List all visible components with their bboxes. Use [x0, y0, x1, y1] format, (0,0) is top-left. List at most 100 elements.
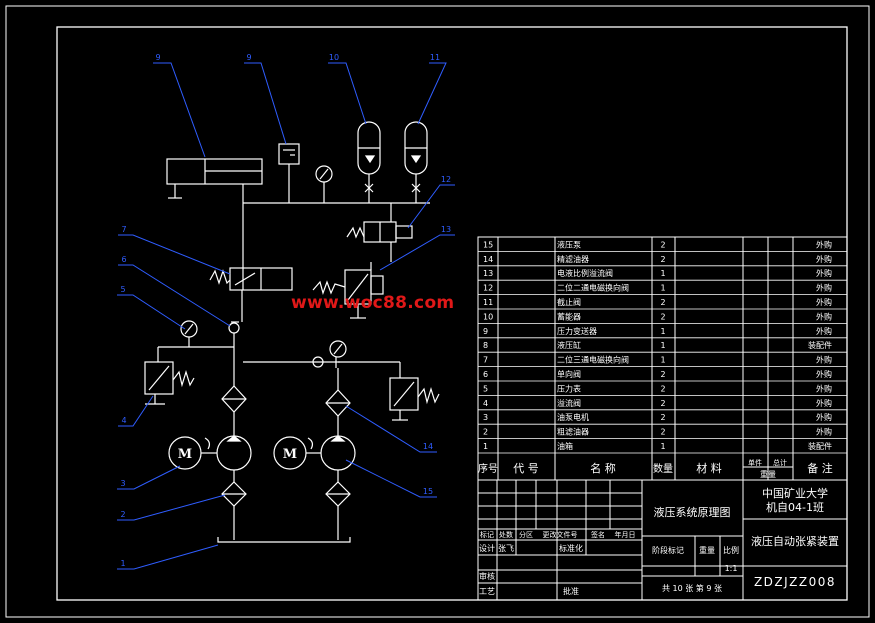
callout-2: 2	[120, 510, 125, 519]
parts-row-qty: 1	[660, 327, 665, 336]
parts-row-seq: 8	[483, 341, 488, 350]
callout-9a: 9	[155, 53, 160, 62]
parts-row-seq: 3	[483, 413, 488, 422]
parts-row-seq: 1	[483, 442, 488, 451]
parts-row-remark: 外购	[816, 427, 832, 437]
oil-tank	[217, 537, 351, 543]
parts-row-seq: 9	[483, 327, 488, 336]
standardize-label: 标准化	[559, 543, 583, 553]
outer-border	[5, 5, 870, 618]
callout-15: 15	[423, 487, 433, 496]
parts-row-qty: 2	[660, 428, 665, 437]
callout-leaders	[117, 62, 455, 570]
parts-row-qty: 1	[660, 269, 665, 278]
callout-6: 6	[121, 255, 126, 264]
rev-label-3: 更改文件号	[543, 530, 578, 539]
parts-row-seq: 6	[483, 370, 488, 379]
callout-5: 5	[120, 285, 125, 294]
parts-row-qty: 1	[660, 442, 665, 451]
parts-row-name: 截止阀	[557, 297, 581, 307]
parts-row-name: 精滤油器	[557, 254, 589, 264]
scale-label: 比例	[723, 545, 739, 555]
relief-valve-right	[389, 377, 419, 411]
parts-row-remark: 外购	[816, 383, 832, 393]
callout-12: 12	[441, 175, 451, 184]
watermark-text: www.woc88.com	[291, 293, 455, 313]
header-name: 名 称	[590, 461, 616, 475]
parts-row-remark: 外购	[816, 239, 832, 249]
parts-row-seq: 10	[483, 312, 493, 321]
check-valve-right	[312, 356, 324, 368]
parts-row-name: 二位二通电磁换向阀	[557, 283, 629, 293]
rev-label-0: 标记	[480, 530, 494, 539]
parts-row-qty: 1	[660, 356, 665, 365]
parts-row-name: 电液比例溢流阀	[557, 268, 613, 278]
parts-row-name: 油泵电机	[557, 412, 589, 422]
parts-row-remark: 外购	[816, 398, 832, 408]
parts-row-seq: 4	[483, 399, 488, 408]
parts-row-seq: 2	[483, 428, 488, 437]
scale-value: 1:1	[725, 564, 738, 573]
parts-row-remark: 外购	[816, 311, 832, 321]
review-label: 审核	[479, 571, 495, 581]
stage-mark-label: 阶段标记	[652, 545, 684, 555]
header-qty: 数量	[653, 462, 673, 475]
parts-row-remark: 外购	[816, 268, 832, 278]
callout-numbers: 9 9 10 11 12 13 7 6 5 4 3 2 1 14 15	[120, 53, 451, 568]
rev-label-1: 处数	[499, 530, 513, 539]
class-name: 机自04-1班	[766, 500, 824, 514]
header-total: 总计	[773, 458, 787, 467]
parts-row-name: 压力变送器	[557, 326, 597, 336]
parts-row-remark: 外购	[816, 326, 832, 336]
parts-row-name: 蓄能器	[557, 311, 581, 321]
drawing-number: ZDZJZZ008	[754, 575, 836, 589]
parts-row-qty: 2	[660, 255, 665, 264]
parts-row-name: 压力表	[557, 383, 581, 393]
process-label: 工艺	[479, 587, 495, 596]
parts-row-qty: 1	[660, 284, 665, 293]
rev-label-5: 年月日	[615, 530, 636, 539]
hydraulic-circuit	[144, 121, 440, 543]
parts-row-qty: 2	[660, 240, 665, 249]
parts-row-remark: 外购	[816, 254, 832, 264]
motor-labels: M M	[178, 447, 297, 462]
school-name: 中国矿业大学	[762, 486, 828, 500]
callout-4: 4	[121, 416, 126, 425]
parts-row-name: 粗滤油器	[557, 427, 589, 437]
parts-row-remark: 装配件	[808, 340, 832, 350]
parts-row-name: 液压泵	[557, 239, 581, 249]
parts-row-remark: 外购	[816, 412, 832, 422]
parts-row-qty: 2	[660, 399, 665, 408]
parts-row-seq: 12	[483, 284, 493, 293]
parts-row-remark: 外购	[816, 355, 832, 365]
header-remark: 备 注	[807, 461, 833, 475]
callout-13: 13	[441, 225, 451, 234]
callout-10: 10	[329, 53, 339, 62]
parts-row-name: 溢流阀	[557, 398, 581, 408]
title-block-text: 液压系统原理图 中国矿业大学 机自04-1班 液压自动张紧装置 ZDZJZZ00…	[479, 486, 839, 596]
designer-name: 张飞	[498, 544, 514, 553]
parts-row-remark: 外购	[816, 369, 832, 379]
header-unit: 单件	[748, 458, 762, 467]
approve-label: 批准	[563, 586, 579, 596]
callout-7: 7	[121, 225, 126, 234]
motor-label-left: M	[178, 447, 192, 462]
drawing-title: 液压系统原理图	[654, 505, 731, 519]
parts-row-qty: 1	[660, 341, 665, 350]
parts-row-name: 液压缸	[557, 340, 581, 350]
check-valve-left	[228, 322, 240, 334]
callout-9b: 9	[246, 53, 251, 62]
motor-label-right: M	[283, 447, 297, 462]
callout-1: 1	[120, 559, 125, 568]
parts-row-qty: 2	[660, 413, 665, 422]
parts-row-seq: 15	[483, 240, 493, 249]
callout-3: 3	[120, 479, 125, 488]
parts-list-header: 序号 代 号 名 称 数量 材 料 单件 总计 重量 备 注	[478, 458, 833, 479]
parts-row-seq: 14	[483, 255, 493, 264]
parts-row-qty: 2	[660, 312, 665, 321]
parts-row-qty: 2	[660, 298, 665, 307]
parts-row-remark: 装配件	[808, 441, 832, 451]
header-weight: 重量	[760, 469, 776, 479]
header-code: 代 号	[513, 462, 539, 475]
